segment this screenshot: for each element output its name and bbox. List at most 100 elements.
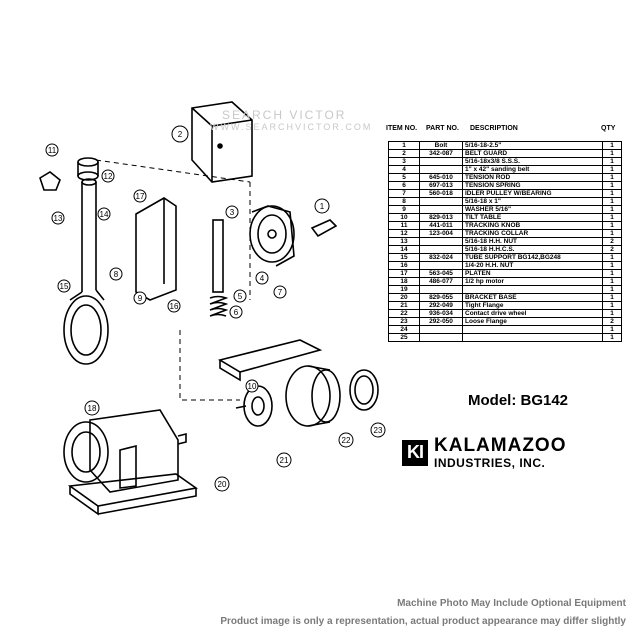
parts-cell-desc: 5/16-18 H.H.C.S. (462, 245, 603, 254)
callout-10: 10 (248, 382, 257, 391)
parts-cell-qty: 1 (602, 173, 622, 182)
ki-logo-icon: KI (402, 439, 428, 466)
parts-cell-qty: 1 (602, 333, 622, 342)
parts-row: 9 WASHER 5/16"1 (388, 205, 622, 214)
parts-cell-part: 829-055 (419, 293, 463, 302)
parts-cell-part (419, 333, 463, 342)
parts-cell-part (419, 197, 463, 206)
parts-cell-no: 24 (388, 325, 420, 334)
parts-cell-part: 936-034 (419, 309, 463, 318)
parts-cell-part: 292-050 (419, 317, 463, 326)
parts-cell-part (419, 325, 463, 334)
parts-cell-no: 7 (388, 189, 420, 198)
parts-cell-no: 16 (388, 261, 420, 270)
parts-cell-desc: TRACKING COLLAR (462, 229, 603, 238)
parts-cell-desc: 5/16-18 H.H. NUT (462, 237, 603, 246)
parts-cell-no: 9 (388, 205, 420, 214)
parts-cell-desc: TENSION ROD (462, 173, 603, 182)
parts-cell-qty: 1 (602, 269, 622, 278)
model-label: Model: BG142 (468, 392, 569, 409)
parts-cell-desc: 1/4-20 H.H. NUT (462, 261, 603, 270)
parts-cell-no: 18 (388, 277, 420, 286)
parts-cell-part: 832-024 (419, 253, 463, 262)
callout-22: 22 (342, 436, 351, 445)
parts-cell-no: 4 (388, 165, 420, 174)
parts-cell-desc: TUBE SUPPORT BG142,BG248 (462, 253, 603, 262)
parts-cell-no: 14 (388, 245, 420, 254)
parts-cell-no: 21 (388, 301, 420, 310)
parts-cell-qty: 1 (602, 261, 622, 270)
parts-cell-part (419, 285, 463, 294)
parts-cell-no: 10 (388, 213, 420, 222)
parts-cell-desc: Loose Flange (462, 317, 603, 326)
parts-cell-qty: 1 (602, 253, 622, 262)
parts-cell-desc (462, 285, 603, 294)
parts-cell-part: 292-049 (419, 301, 463, 310)
parts-cell-desc (462, 333, 603, 342)
parts-cell-qty: 1 (602, 189, 622, 198)
parts-cell-qty: 1 (602, 149, 622, 158)
callout-21: 21 (280, 456, 289, 465)
callout-6: 6 (234, 308, 239, 317)
parts-cell-part (419, 261, 463, 270)
parts-cell-part: 645-010 (419, 173, 463, 182)
parts-cell-desc: 1" x 42" sanding belt (462, 165, 603, 174)
parts-cell-part: 486-077 (419, 277, 463, 286)
callout-13: 13 (54, 214, 63, 223)
callout-16: 16 (170, 302, 179, 311)
parts-cell-desc: WASHER 5/16" (462, 205, 603, 214)
header-qty: QTY (601, 125, 616, 132)
parts-cell-part (419, 205, 463, 214)
parts-cell-desc: IDLER PULLEY W/BEARING (462, 189, 603, 198)
caption-optional-equipment: Machine Photo May Include Optional Equip… (397, 598, 626, 609)
parts-cell-part (419, 165, 463, 174)
parts-cell-desc: TRACKING KNOB (462, 221, 603, 230)
parts-cell-qty: 1 (602, 325, 622, 334)
parts-cell-qty: 1 (602, 221, 622, 230)
parts-cell-no: 25 (388, 333, 420, 342)
parts-cell-part: 563-045 (419, 269, 463, 278)
parts-cell-desc: PLATEN (462, 269, 603, 278)
callout-14: 14 (100, 210, 109, 219)
parts-cell-no: 11 (388, 221, 420, 230)
header-part-no: PART NO. (426, 125, 459, 132)
callout-23: 23 (374, 426, 383, 435)
callout-9: 9 (138, 294, 143, 303)
parts-cell-desc: Tight Flange (462, 301, 603, 310)
parts-cell-desc: BELT GUARD (462, 149, 603, 158)
parts-cell-no: 22 (388, 309, 420, 318)
parts-cell-qty: 1 (602, 229, 622, 238)
callout-5: 5 (238, 292, 243, 301)
callout-11: 11 (48, 146, 57, 155)
parts-cell-qty: 1 (602, 141, 622, 150)
parts-cell-desc: TILT TABLE (462, 213, 603, 222)
parts-cell-qty: 1 (602, 285, 622, 294)
parts-cell-part (419, 245, 463, 254)
callout-12: 12 (104, 172, 113, 181)
parts-row: 24 1 (388, 325, 622, 334)
parts-cell-qty: 1 (602, 181, 622, 190)
parts-row: 25 1 (388, 333, 622, 342)
parts-cell-part: 697-013 (419, 181, 463, 190)
parts-cell-no: 5 (388, 173, 420, 182)
header-description: DESCRIPTION (470, 125, 518, 132)
parts-cell-desc: 5/16-18 x 1" (462, 197, 603, 206)
